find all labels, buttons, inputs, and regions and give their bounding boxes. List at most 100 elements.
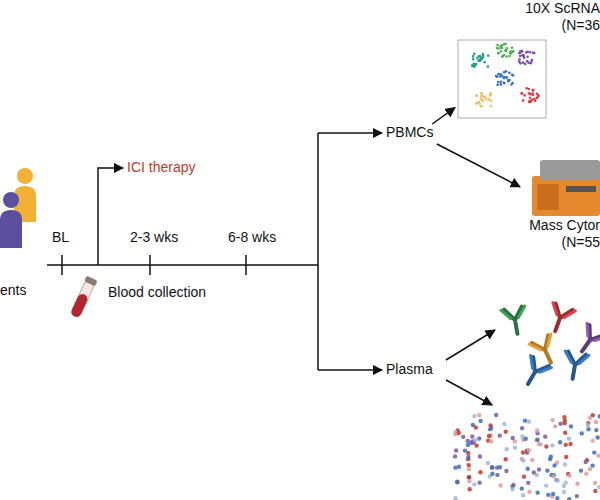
- tsne-dot: [526, 56, 529, 59]
- branch-line: [317, 133, 319, 370]
- protein-dot: [457, 431, 461, 435]
- tsne-dot: [530, 59, 533, 62]
- tsne-dot: [482, 99, 485, 102]
- protein-dot: [551, 418, 555, 422]
- tsne-dot: [496, 44, 499, 47]
- protein-dot: [590, 463, 594, 467]
- protein-dot: [569, 424, 573, 428]
- protein-dot: [535, 438, 539, 442]
- person-body: [0, 210, 22, 248]
- node-note: (N=55: [561, 234, 600, 251]
- tsne-dot: [508, 55, 511, 58]
- protein-dot: [504, 457, 508, 461]
- tsne-dot: [518, 58, 521, 61]
- tsne-dot: [487, 54, 490, 57]
- connector-arrow: [437, 144, 520, 187]
- protein-dot: [586, 423, 590, 427]
- tsne-dot: [471, 65, 474, 68]
- protein-dot: [537, 442, 541, 446]
- tsne-dot: [529, 93, 532, 96]
- protein-dot: [588, 416, 592, 420]
- tsne-dot: [477, 59, 480, 62]
- tsne-dot: [511, 47, 514, 50]
- protein-dot: [563, 462, 567, 466]
- protein-dot: [558, 440, 562, 444]
- antibody-light-chain: [529, 334, 555, 353]
- tsne-dot: [483, 61, 486, 64]
- protein-dot: [473, 438, 477, 442]
- protein-dot: [562, 415, 566, 419]
- tube-cap: [84, 276, 97, 287]
- tsne-dot: [509, 50, 512, 53]
- protein-dot: [466, 455, 470, 459]
- antibody-icon: [544, 303, 575, 336]
- tsne-dot: [474, 64, 477, 67]
- tsne-dot: [472, 55, 475, 58]
- tsne-dot: [497, 52, 500, 55]
- instrument-body: [532, 176, 600, 216]
- protein-dot: [467, 487, 471, 491]
- patient-icon: [0, 168, 36, 248]
- antibody-icon: [518, 356, 552, 391]
- instrument-top: [540, 160, 600, 180]
- tsne-dot: [480, 95, 483, 98]
- protein-dot: [478, 419, 482, 423]
- protein-dot: [525, 467, 529, 471]
- protein-dot: [478, 470, 482, 474]
- protein-dot: [472, 482, 476, 486]
- tsne-dot: [476, 57, 479, 60]
- protein-dot: [521, 450, 525, 454]
- scatter-dots: [453, 413, 600, 500]
- protein-dot: [467, 463, 471, 467]
- tsne-dot: [521, 92, 524, 95]
- tsne-dot: [503, 76, 506, 79]
- protein-dot: [537, 467, 541, 471]
- antibody-light-chain: [564, 351, 589, 365]
- tsne-dot: [481, 92, 484, 95]
- protein-dot: [455, 480, 459, 484]
- protein-dot: [526, 481, 530, 485]
- protein-dot: [520, 426, 524, 430]
- treatment-label: ICI therapy: [127, 159, 195, 176]
- protein-dot: [567, 437, 571, 441]
- protein-dot: [584, 472, 588, 476]
- plasma-arrow: [446, 330, 495, 360]
- antibody-heavy-chain: [532, 335, 559, 366]
- protein-dot: [472, 414, 476, 418]
- tsne-dot: [503, 77, 506, 80]
- tsne-dot: [496, 75, 499, 78]
- tsne-dot: [497, 52, 500, 55]
- timeline-tick: [245, 255, 247, 275]
- node-heading: 10X ScRNA: [525, 0, 600, 17]
- tsne-dot: [499, 75, 502, 78]
- protein-dot: [597, 485, 600, 489]
- tsne-dot: [528, 88, 531, 91]
- protein-dot: [504, 429, 508, 433]
- protein-dot: [495, 473, 499, 477]
- protein-dot: [490, 465, 494, 469]
- protein-dot: [563, 480, 567, 484]
- protein-dot: [596, 453, 600, 457]
- tsne-dot: [490, 100, 493, 103]
- protein-dot: [477, 413, 481, 417]
- protein-dot: [474, 443, 478, 447]
- antibody-light-chain: [501, 306, 526, 320]
- protein-dot: [504, 469, 508, 473]
- protein-dot: [455, 480, 459, 484]
- protein-dot: [558, 422, 562, 426]
- tsne-plot: [471, 42, 540, 107]
- protein-dot: [471, 423, 475, 427]
- instrument-panel: [537, 184, 559, 210]
- node-heading: Mass Cytor: [529, 217, 600, 234]
- protein-dot: [454, 448, 458, 452]
- tsne-dot: [504, 42, 507, 45]
- protein-dot: [522, 474, 526, 478]
- protein-dot: [523, 418, 527, 422]
- tsne-dot: [503, 81, 506, 84]
- tsne-dot: [524, 63, 527, 66]
- connector-arrow: [432, 108, 455, 124]
- protein-dot: [543, 434, 547, 438]
- tsne-dot: [505, 55, 508, 58]
- tsne-dot: [481, 99, 484, 102]
